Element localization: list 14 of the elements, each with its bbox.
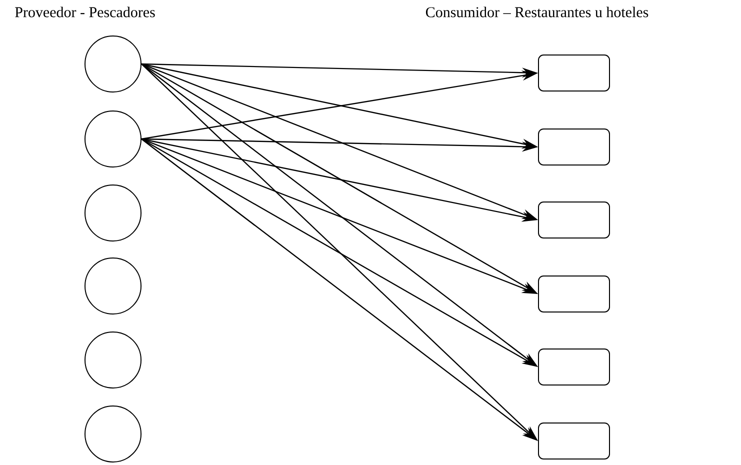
circle <box>84 110 142 168</box>
rounded-box <box>538 348 610 386</box>
circle <box>84 184 142 242</box>
circle <box>84 406 142 462</box>
column-heading: Consumidor – Restaurantes u hoteles <box>426 6 648 18</box>
rounded-box <box>538 54 610 92</box>
rounded-box <box>538 128 610 166</box>
circle <box>84 36 142 92</box>
rounded-box <box>538 276 610 312</box>
circle <box>84 258 142 314</box>
circle <box>84 332 142 388</box>
rounded-box <box>538 202 610 238</box>
column-heading: Proveedor - Pescadores <box>15 6 155 18</box>
rounded-box <box>538 422 610 460</box>
